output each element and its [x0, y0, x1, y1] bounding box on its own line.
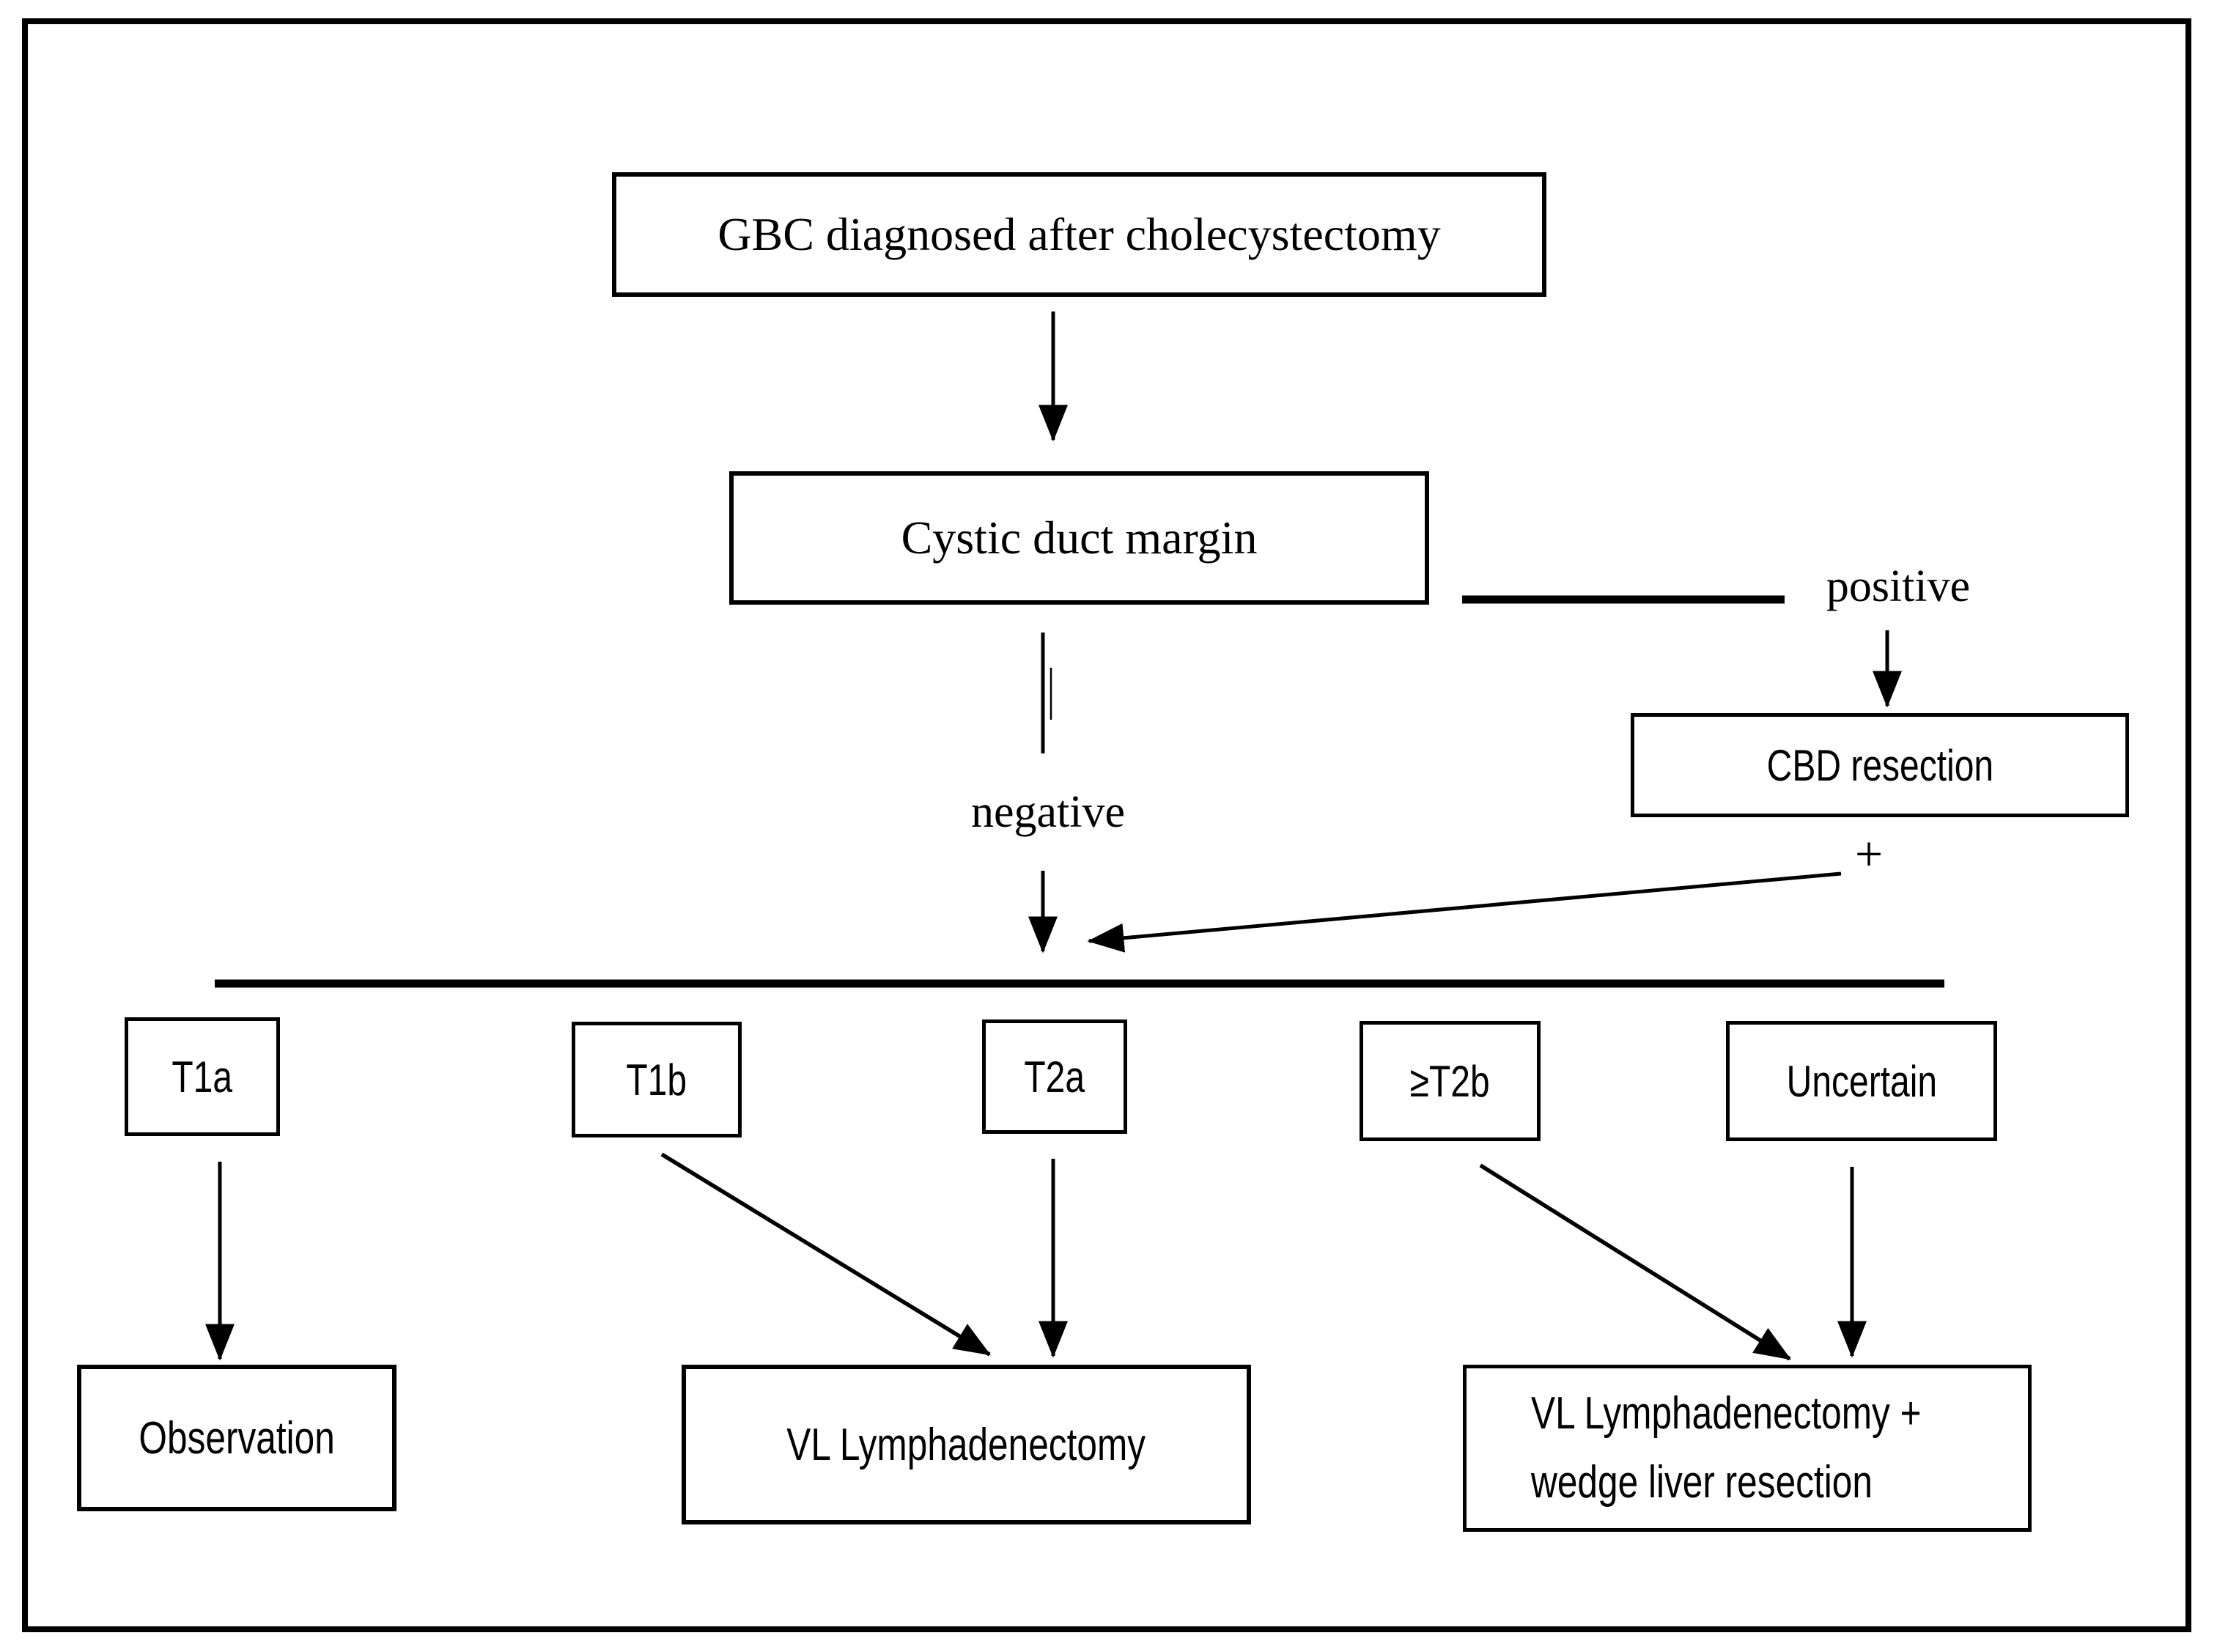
positive-text: positive	[1826, 561, 1971, 611]
node-stage-t1a: T1a	[125, 1017, 280, 1136]
node-stage-t2b: ≥T2b	[1360, 1021, 1541, 1141]
node-vl-lymphadenectomy-wedge: VL Lymphadenectomy + wedge liver resecti…	[1463, 1365, 2032, 1532]
node-stage-t1b: T1b	[572, 1022, 742, 1137]
arrow-plus-to-branch	[1087, 871, 1842, 953]
node-vlw-label-line1: VL Lymphadenectomy +	[1531, 1387, 1922, 1439]
node-observation: Observation	[77, 1365, 396, 1511]
node-observation-label: Observation	[139, 1412, 335, 1464]
node-vlw-label-line2: wedge liver resection	[1531, 1457, 1873, 1508]
node-t1b-label: T1b	[626, 1055, 687, 1105]
node-gbc-diagnosed: GBC diagnosed after cholecystectomy	[612, 172, 1546, 297]
arrow-t2b-to-vlw	[1479, 1163, 1792, 1361]
node-stage-t2a: T2a	[982, 1019, 1127, 1134]
node-stage-uncertain: Uncertain	[1726, 1021, 1997, 1141]
node-t1a-label: T1a	[171, 1052, 233, 1102]
edge-label-positive: positive	[1788, 557, 2008, 616]
edge-label-plus: +	[1836, 825, 1902, 883]
node-vl-lymphadenectomy: VL Lymphadenectomy	[682, 1365, 1251, 1524]
node-t2b-label: ≥T2b	[1409, 1056, 1491, 1106]
node-uncertain-label: Uncertain	[1786, 1056, 1937, 1106]
plus-text: +	[1854, 825, 1884, 882]
node-t2a-label: T2a	[1024, 1052, 1085, 1102]
node-cystic-label: Cystic duct margin	[901, 512, 1258, 564]
outer-border	[22, 18, 2191, 1632]
node-gbc-label: GBC diagnosed after cholecystectomy	[718, 208, 1441, 260]
arrow-t1b-to-vl	[660, 1152, 992, 1357]
node-cbd-label: CBD resection	[1766, 740, 1993, 790]
negative-text: negative	[970, 786, 1125, 837]
node-cbd-resection: CBD resection	[1631, 713, 2129, 817]
node-vl-label: VL Lymphadenectomy	[786, 1419, 1146, 1470]
node-cystic-duct-margin: Cystic duct margin	[729, 471, 1429, 605]
edge-label-negative: negative	[953, 783, 1143, 841]
